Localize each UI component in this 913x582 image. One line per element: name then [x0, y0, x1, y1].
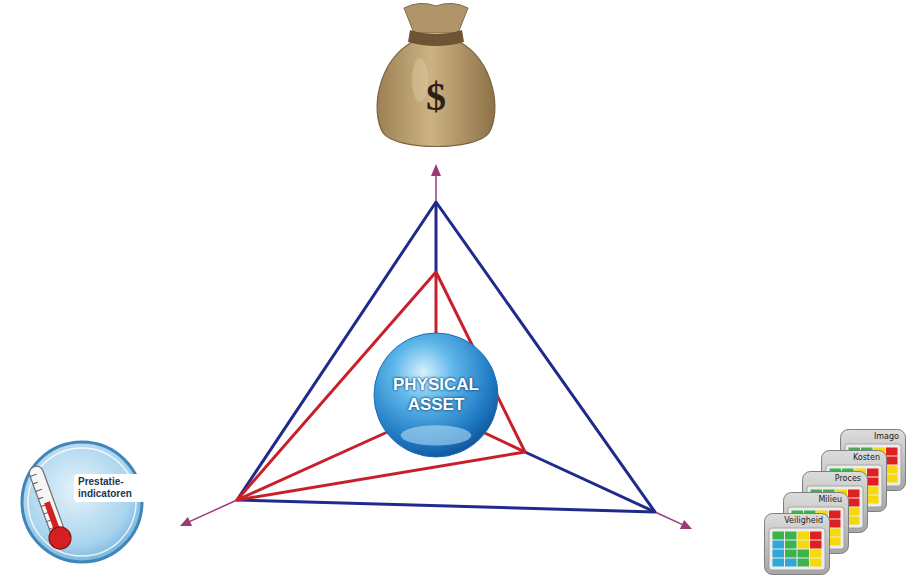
axis-line: [655, 512, 682, 524]
badge-circle: [22, 442, 142, 562]
bag-top: [404, 3, 468, 33]
node-text: PHYSICAL ASSET: [381, 375, 491, 415]
matrix-cell: [886, 448, 898, 456]
matrix-cell: [798, 559, 810, 567]
matrix-cell: [886, 457, 898, 465]
axis-line: [190, 500, 237, 521]
currency-sign: $: [426, 75, 446, 119]
red-triangle: [237, 272, 525, 500]
node-text: Milieu: [814, 492, 849, 505]
thermometer-bulb: [46, 524, 74, 552]
bag-tie: [408, 30, 464, 46]
axis-arrowhead: [180, 517, 192, 526]
matrix-cell: [785, 559, 797, 567]
matrix-cell: [785, 550, 797, 558]
matrix-cell: [867, 496, 879, 504]
matrix-cell: [829, 520, 841, 528]
thermometer-tick: [38, 497, 43, 499]
risk-matrix-card: Veiligheid: [764, 513, 830, 575]
blue-axis-segment: [435, 202, 438, 272]
asset-sphere: PHYSICAL ASSET: [373, 332, 499, 458]
matrix-cell: [867, 469, 879, 477]
matrix-cell: [785, 532, 797, 540]
blue-triangle: [237, 202, 655, 512]
matrix-cell: [867, 487, 879, 495]
node-text: Kosten: [849, 450, 887, 463]
matrix-cell: [810, 550, 822, 558]
matrix-cell: [848, 508, 860, 516]
node-text: Imago: [870, 429, 906, 442]
matrix-cell: [798, 532, 810, 540]
node-text: Prestatie-indicatoren: [74, 474, 150, 502]
axis-arrowhead: [431, 164, 441, 176]
matrix-cell: [848, 490, 860, 498]
label-holder: $: [426, 75, 446, 119]
matrix-cell: [848, 499, 860, 507]
axis-arrowhead: [680, 520, 692, 529]
node-text: Veiligheid: [780, 513, 830, 526]
bag-body: [377, 42, 495, 147]
thermometer: [24, 463, 74, 552]
matrix-cell: [829, 538, 841, 546]
matrix-cell: [810, 532, 822, 540]
matrix-cell: [829, 529, 841, 537]
matrix-cell: [886, 475, 898, 483]
matrix-cell: [773, 541, 785, 549]
thermometer-tick: [30, 474, 37, 476]
matrix-cell: [798, 541, 810, 549]
bag-highlight: [412, 58, 428, 102]
card-shape: [765, 514, 830, 575]
indicator-badge-outline: [20, 440, 144, 564]
card-panel: [769, 528, 825, 570]
matrix-cell: [848, 517, 860, 525]
matrix-cell: [829, 511, 841, 519]
axis-line: [435, 176, 437, 202]
node-text: Proces: [831, 471, 868, 484]
matrix-cell: [810, 541, 822, 549]
thermometer-tick: [36, 489, 43, 491]
matrix-cell: [867, 478, 879, 486]
blue-axis-segment: [525, 452, 655, 512]
matrix-cell: [773, 559, 785, 567]
matrix-cell: [773, 550, 785, 558]
matrix-cell: [785, 541, 797, 549]
matrix-cell: [886, 466, 898, 474]
matrix-cell: [773, 532, 785, 540]
thermometer-tick: [33, 482, 38, 484]
matrix-cell: [810, 559, 822, 567]
sphere-shape: [374, 333, 498, 457]
indicator-badge: Prestatie-indicatoren: [20, 440, 144, 564]
matrix-cell: [798, 550, 810, 558]
sphere-glow: [401, 425, 472, 445]
badge-ring: [28, 448, 136, 556]
